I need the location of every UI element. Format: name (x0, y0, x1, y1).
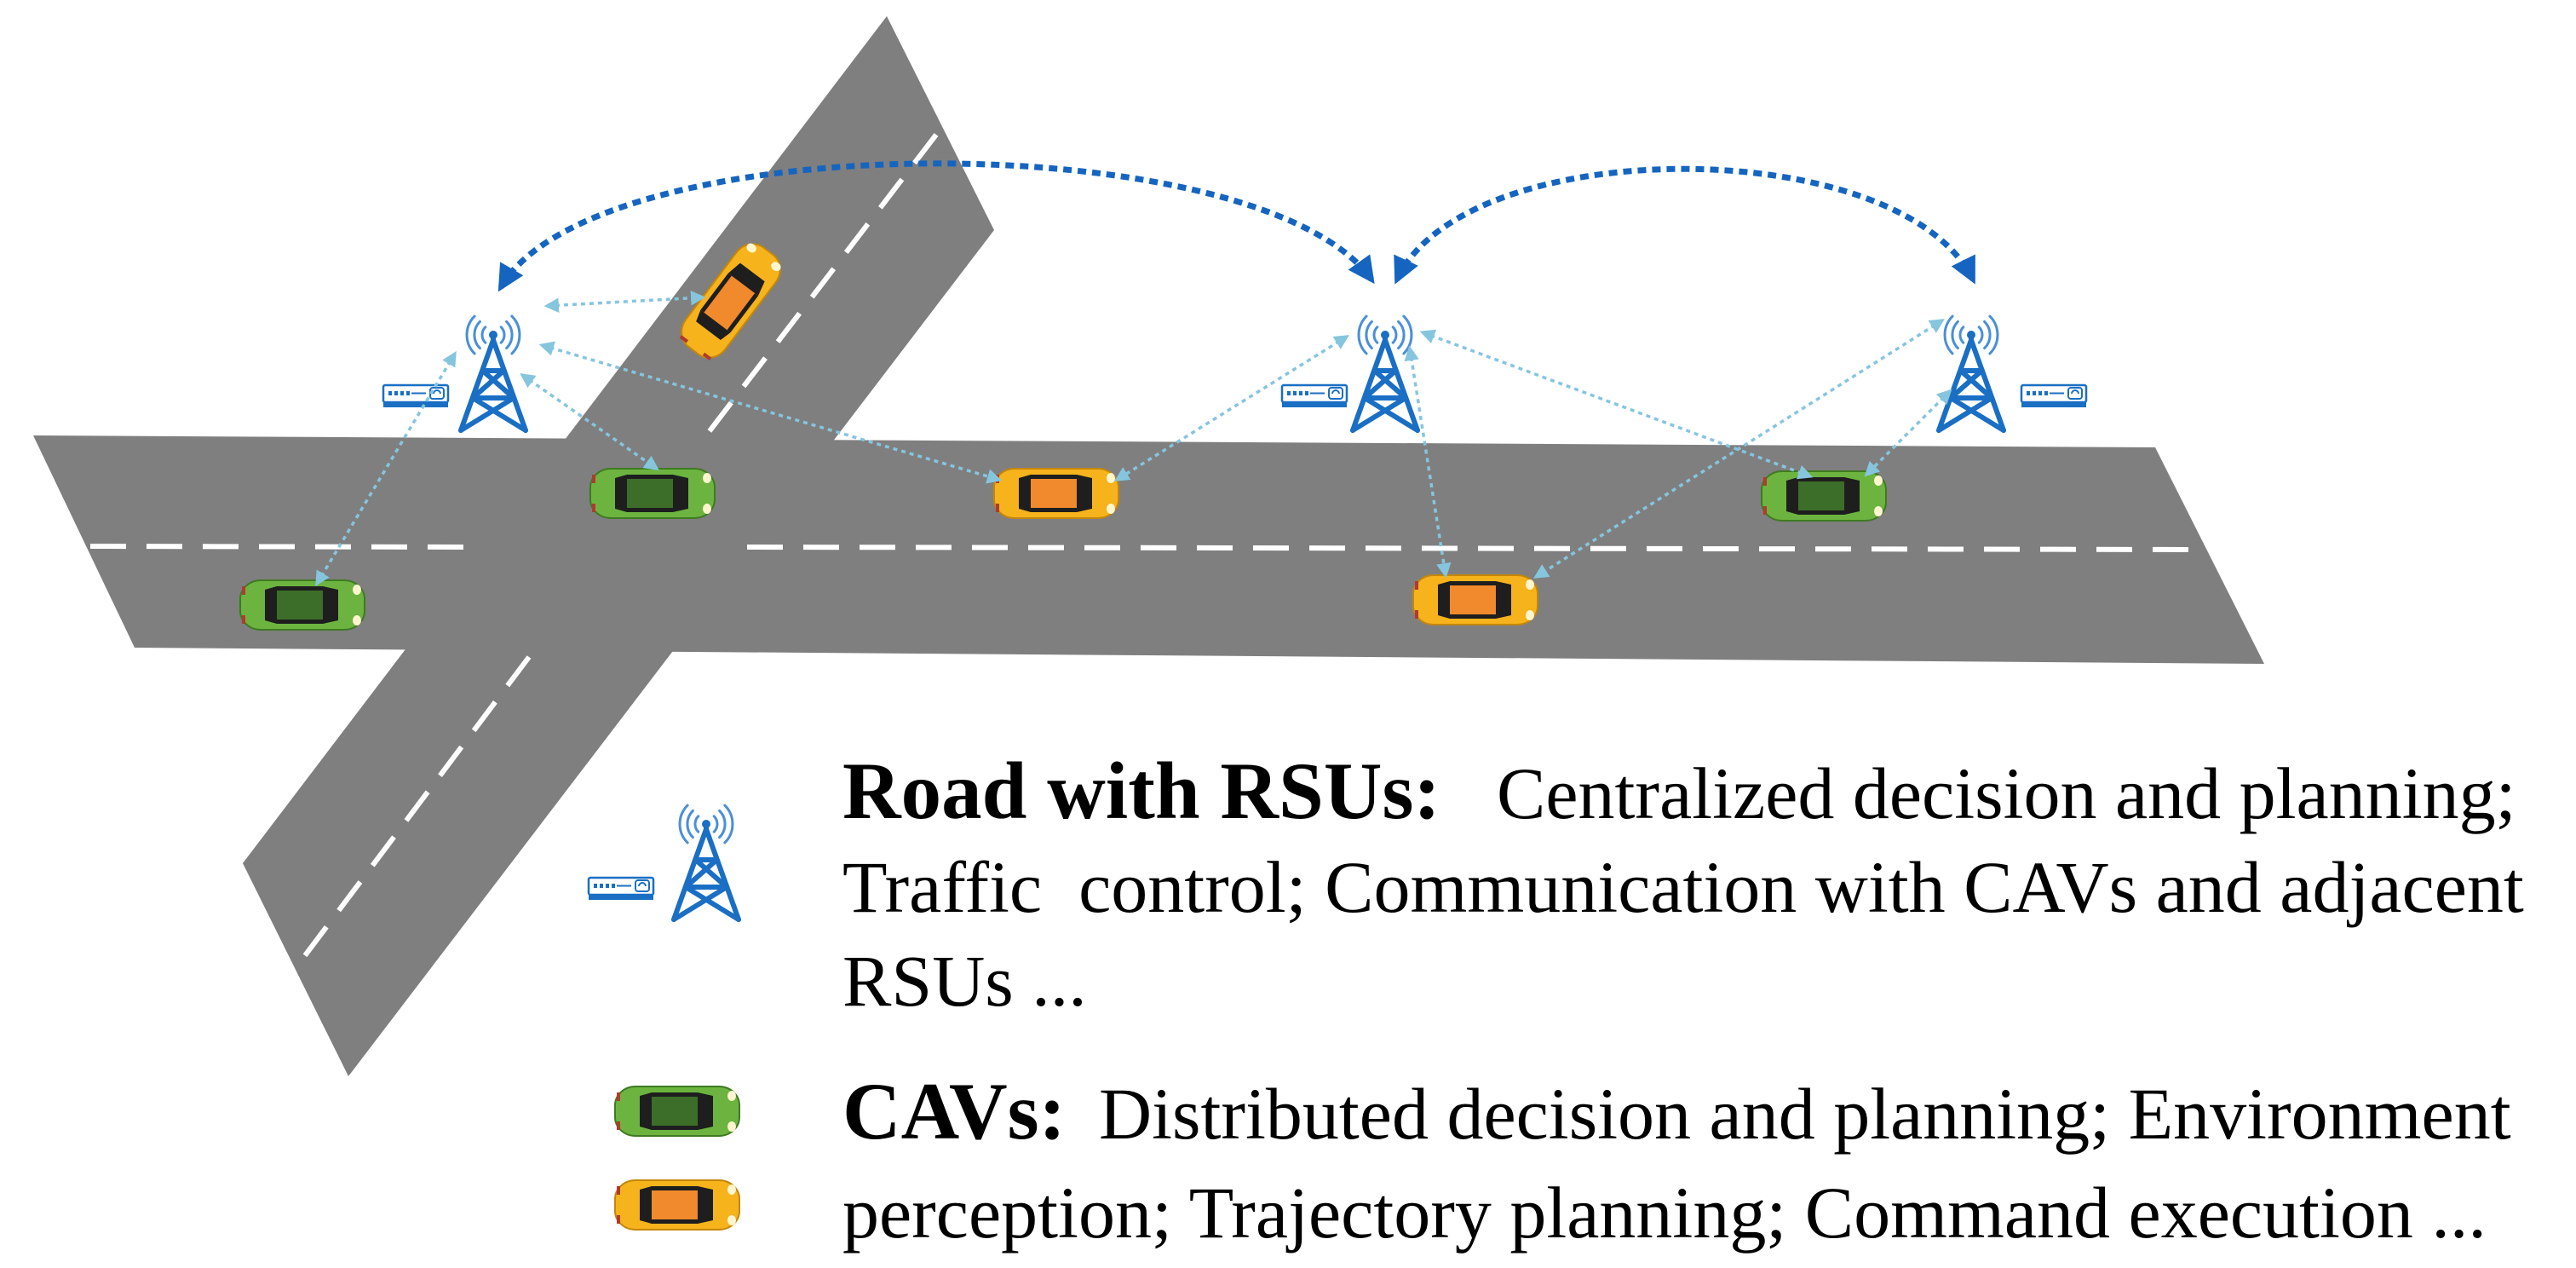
legend-cav-heading: CAVs: (842, 1066, 1066, 1156)
roadside-unit-icon (1280, 383, 1348, 409)
roadside-unit-icon (382, 383, 450, 409)
rsu-cav-link-arrow (1114, 335, 1349, 481)
rsu-tower-icon (1939, 316, 2004, 430)
rsu-rsu-link-arrow (1394, 165, 1976, 285)
green-car-icon (239, 579, 365, 631)
main-road-center-line-east (746, 545, 2211, 552)
legend-rsu-heading: Road with RSUs: (842, 746, 1440, 836)
legend-rsu-description-line2: Traffic control; Communication with CAVs… (842, 846, 2524, 928)
rsu-cav-link-arrow (543, 291, 706, 313)
rsu-cav-link-arrow (1864, 389, 1952, 477)
roadside-unit-icon (2020, 383, 2088, 409)
legend-rsu: Road with RSUs: Centralized decision and… (587, 746, 2524, 1022)
yellow-car-icon (614, 1179, 740, 1231)
rsu-cav-link-arrow (538, 341, 1003, 484)
rsu-tower-icon (1353, 316, 1417, 430)
rsu-rsu-link-arrow (497, 160, 1375, 292)
legend-rsu-description-line3: RSUs ... (842, 940, 1087, 1022)
rsu-cav-links (315, 291, 1952, 587)
rsu-cav-link-arrow (315, 350, 457, 587)
legend-rsu-description-line1: Centralized decision and planning; (1497, 752, 2516, 834)
green-car-icon (1761, 470, 1887, 522)
rsu-cav-link-arrow (1533, 319, 1945, 579)
yellow-car-icon (1412, 574, 1538, 625)
green-car-icon (589, 468, 716, 519)
yellow-car-icon (993, 468, 1119, 519)
rsu-tower-icon (674, 805, 739, 919)
legend: Road with RSUs: Centralized decision and… (587, 746, 2524, 1254)
rsu-tower-icon (461, 316, 526, 430)
rsu-rsu-links (497, 160, 1976, 292)
legend-cav-description-line2: perception; Trajectory planning; Command… (842, 1172, 2487, 1254)
roadside-unit-icon (587, 876, 655, 902)
green-car-icon (614, 1086, 740, 1137)
legend-cav: CAVs: Distributed decision and planning;… (614, 1066, 2511, 1254)
legend-cav-description-line1: Distributed decision and planning; Envir… (1099, 1073, 2511, 1155)
diagonal-road-center-line-south (298, 655, 532, 963)
